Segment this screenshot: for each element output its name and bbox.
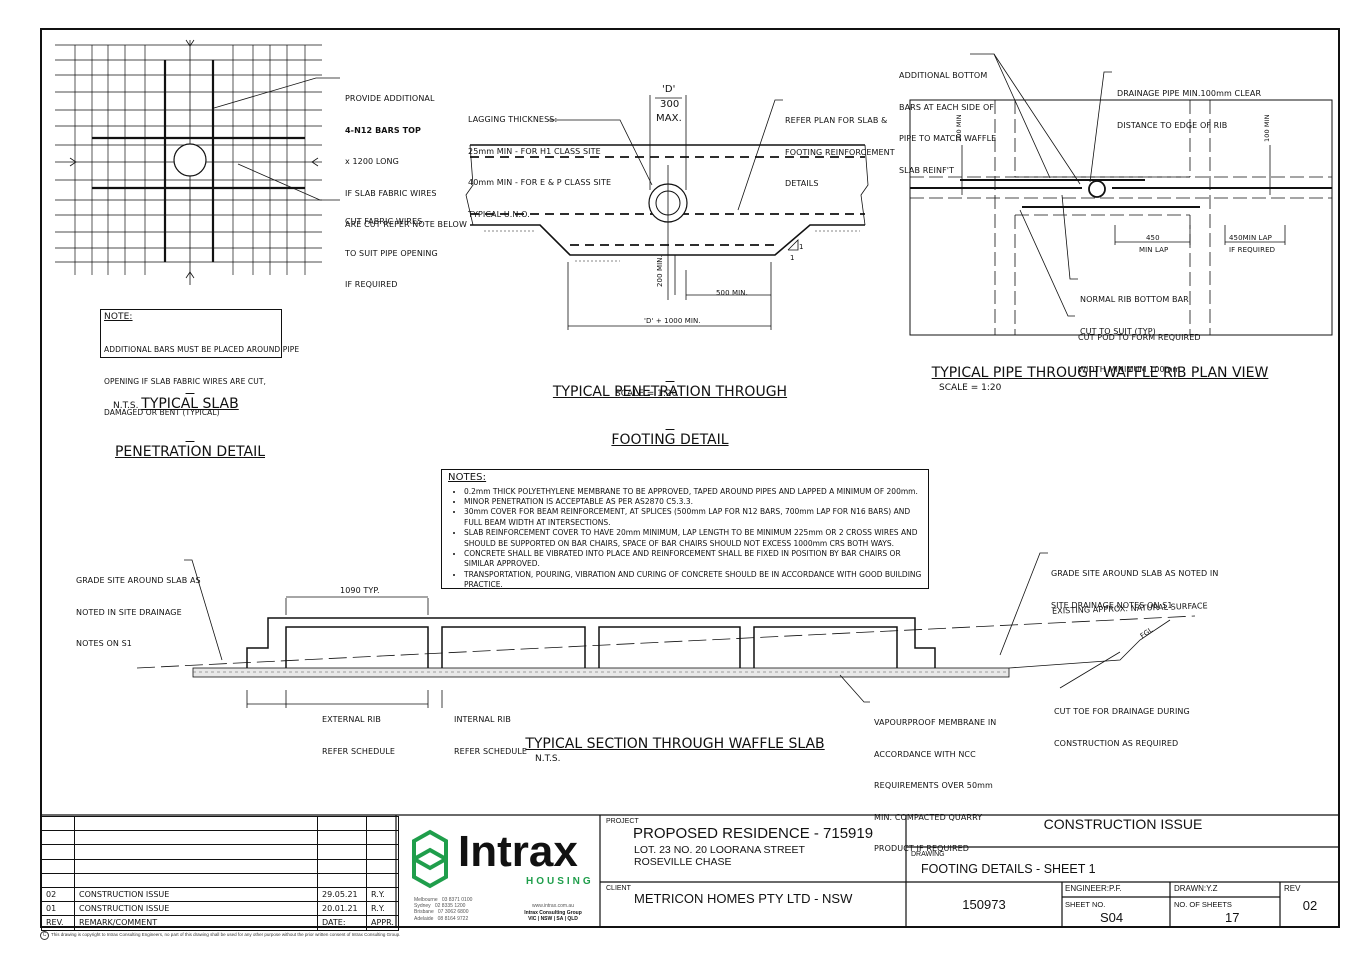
pipe-opening-circle <box>173 143 207 177</box>
note-item: MINOR PENETRATION IS ACCEPTABLE AS PER A… <box>464 497 928 507</box>
note-item: CONCRETE SHALL BE VIBRATED INTO PLACE AN… <box>464 549 928 570</box>
revision-header-row: REV.REMARK/COMMENT DATE:APPR. <box>41 915 399 931</box>
drawing-label: DRAWING <box>911 851 945 858</box>
dim-d-value: 300 <box>660 99 680 110</box>
normal-rib-note: NORMAL RIB BOTTOM BAR CUT TO SUIT (TYP) <box>1080 295 1189 336</box>
footing-detail-title: TYPICAL PENETRATION THROUGH FOOTING DETA… <box>552 384 788 448</box>
client-name: METRICON HOMES PTY LTD - NSW <box>634 891 853 906</box>
general-notes-box: NOTES: 0.2mm THICK POLYETHYLENE MEMBRANE… <box>441 469 929 589</box>
rib-plan-title: TYPICAL PIPE THROUGH WAFFLE RIB PLAN VIE… <box>931 365 1269 381</box>
drainage-pipe-note: DRAINAGE PIPE MIN.100mm CLEAR DISTANCE T… <box>1117 89 1262 130</box>
note-item: 0.2mm THICK POLYETHYLENE MEMBRANE TO BE … <box>464 487 928 497</box>
lagging-note: LAGGING THICKNESS: 25mm MIN - FOR H1 CLA… <box>468 115 612 219</box>
footing-section <box>470 144 865 256</box>
rev-value: 02 <box>1302 898 1318 913</box>
waffle-section-title: TYPICAL SECTION THROUGH WAFFLE SLAB <box>525 736 825 752</box>
no-of-sheets-label: NO. OF SHEETS <box>1174 900 1232 909</box>
waffle-slab-outline <box>246 617 936 668</box>
vapourproof-note: VAPOURPROOF MEMBRANE IN ACCORDANCE WITH … <box>874 718 997 853</box>
website-block: www.intrax.com.au Intrax Consulting Grou… <box>524 903 582 922</box>
external-rib-label: EXTERNAL RIB REFER SCHEDULE <box>322 715 396 756</box>
sheet-no-value: S04 <box>1100 910 1124 925</box>
copyright-icon: C <box>40 931 49 940</box>
cut-pod-note: CUT POD TO FORM REQUIRED WIDTH MINIMUM 1… <box>1078 333 1201 374</box>
engineer-label: ENGINEER:P.F. <box>1065 884 1122 893</box>
slab-note-box: NOTE: ADDITIONAL BARS MUST BE PLACED ARO… <box>100 309 299 417</box>
callout-additional-bars: PROVIDE ADDITIONAL 4-N12 BARS TOP x 1200… <box>345 94 467 229</box>
dim-450-lap: 450MIN LAP <box>1229 234 1272 242</box>
dim-450-if-required: IF REQUIRED <box>1229 246 1276 254</box>
title-block-grid <box>40 814 1340 928</box>
refer-plan-note: REFER PLAN FOR SLAB & FOOTING REINFORCEM… <box>785 116 895 188</box>
dim-d-plus-1000: 'D' + 1000 MIN. <box>644 317 701 325</box>
additional-bottom-bars-note: ADDITIONAL BOTTOM BARS AT EACH SIDE OF P… <box>899 71 997 175</box>
intrax-logo-sub: HOUSING <box>526 876 594 887</box>
sheet-no-label: SHEET NO. <box>1065 900 1106 909</box>
slab-fabric-grid <box>55 44 322 275</box>
dim-450-min-lap: MIN LAP <box>1139 246 1169 254</box>
client-label: CLIENT <box>606 885 631 892</box>
compacted-quarry-layer <box>192 667 1010 678</box>
grade-site-left-note: GRADE SITE AROUND SLAB AS NOTED IN SITE … <box>76 576 201 648</box>
project-label: PROJECT <box>606 818 639 825</box>
dim-100-min-right: 100 MIN <box>1263 114 1271 142</box>
project-address-line1: LOT. 23 NO. 20 LOORANA STREET <box>634 844 805 856</box>
dim-d-label: 'D' <box>662 84 676 95</box>
dim-1090-typ: 1090 TYP. <box>340 586 380 595</box>
internal-rib-label: INTERNAL RIB REFER SCHEDULE <box>454 715 528 756</box>
rev-label: REV <box>1284 884 1301 893</box>
slope-label-2: 1 <box>790 254 795 262</box>
slab-detail-title: TYPICAL SLAB PENETRATION DETAIL <box>114 396 266 460</box>
dim-450: 450 <box>1146 234 1160 242</box>
grade-site-right-note: GRADE SITE AROUND SLAB AS NOTED IN SITE … <box>1051 569 1219 610</box>
slope-label-1: 1 <box>799 243 804 251</box>
project-name: PROPOSED RESIDENCE - 715919 <box>633 825 874 842</box>
drawing-name: FOOTING DETAILS - SHEET 1 <box>921 862 1096 876</box>
cut-toe-note: CUT TOE FOR DRAINAGE DURING CONSTRUCTION… <box>1054 707 1190 748</box>
slab-detail-scale: N.T.S. <box>113 401 139 411</box>
office-list: Melbourne 03 8371 0100 Sydney 02 8335 12… <box>414 897 473 922</box>
dim-100-min-left: 100 MIN <box>955 114 963 142</box>
slab-additional-bars <box>92 60 305 262</box>
waffle-section-scale: N.T.S. <box>535 754 561 764</box>
dim-500-min: 500 MIN. <box>716 289 748 297</box>
drawing-frame <box>40 28 1340 928</box>
rib-plan-outline <box>909 99 1333 336</box>
rib-plan-scale: SCALE = 1:20 <box>939 383 1002 393</box>
no-of-sheets-value: 17 <box>1225 910 1240 925</box>
callout-cut-fabric: CUT FABRIC WIRES TO SUIT PIPE OPENING IF… <box>345 217 438 289</box>
status-label: CONSTRUCTION ISSUE <box>1043 816 1203 832</box>
note-item: 30mm COVER FOR BEAM REINFORCEMENT, AT SP… <box>464 507 928 528</box>
dim-d-max: MAX. <box>656 113 682 124</box>
footing-detail-scale: SCALE = 1:20 <box>615 389 678 399</box>
job-number: 150973 <box>962 897 1006 912</box>
note-item: TRANSPORTATION, POURING, VIBRATION AND C… <box>464 570 928 591</box>
intrax-logo-text: Intrax <box>458 827 578 876</box>
intrax-logo-mark <box>412 829 448 889</box>
dim-200-min: 200 MIN. <box>656 255 664 287</box>
project-address-line2: ROSEVILLE CHASE <box>634 856 732 868</box>
note-item: SLAB REINFORCEMENT COVER TO HAVE 20mm MI… <box>464 528 928 549</box>
drawn-label: DRAWN:Y.Z <box>1174 884 1218 893</box>
